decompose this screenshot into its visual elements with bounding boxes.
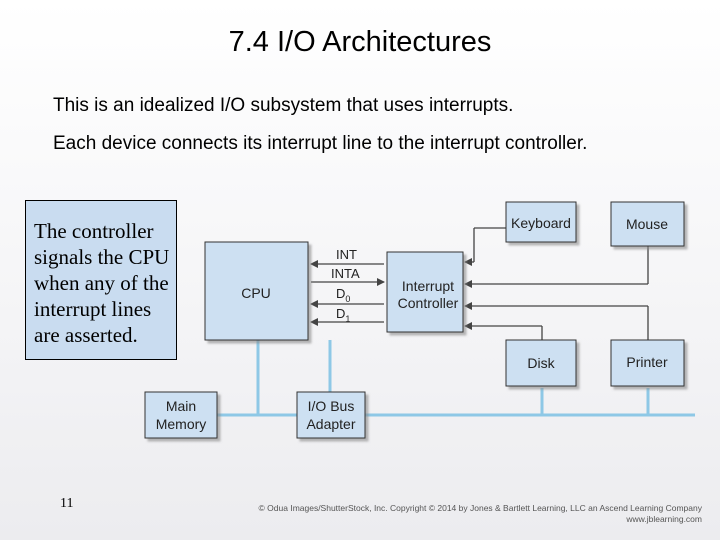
- main-memory-label-1: Main: [166, 398, 196, 414]
- callout-note: The controller signals the CPU when any …: [25, 200, 177, 360]
- interrupt-controller-box: Interrupt Controller: [386, 251, 464, 333]
- cpu-label: CPU: [241, 285, 271, 301]
- slide-title: 7.4 I/O Architectures: [228, 26, 492, 58]
- d0-label: D0: [336, 286, 350, 304]
- disk-box: Disk: [505, 339, 577, 387]
- io-bus-label-2: Adapter: [306, 416, 355, 432]
- signal-lines: [310, 260, 385, 326]
- io-bus-label-1: I/O Bus: [308, 398, 355, 414]
- intro-line-2: Each device connects its interrupt line …: [53, 133, 588, 154]
- copyright-line-2: www.jblearning.com: [626, 514, 702, 524]
- inta-label: INTA: [331, 266, 360, 281]
- printer-box: Printer: [610, 339, 685, 387]
- system-bus: [215, 340, 695, 417]
- interrupt-lines: [464, 227, 649, 340]
- main-memory-label-2: Memory: [156, 416, 207, 432]
- cpu-box: CPU: [204, 241, 309, 341]
- copyright-notice: © Odua Images/ShutterStock, Inc. Copyrig…: [259, 503, 702, 525]
- main-memory-box: Main Memory: [144, 391, 218, 439]
- io-bus-adapter-box: I/O Bus Adapter: [296, 391, 366, 439]
- intro-line-1: This is an idealized I/O subsystem that …: [53, 95, 514, 116]
- keyboard-box: Keyboard: [505, 201, 577, 243]
- keyboard-label: Keyboard: [511, 215, 571, 231]
- controller-label-1: Interrupt: [402, 278, 454, 294]
- controller-label-2: Controller: [398, 295, 459, 311]
- slide-number: 11: [60, 496, 74, 511]
- d1-label: D1: [336, 306, 350, 324]
- int-label: INT: [336, 247, 357, 262]
- disk-label: Disk: [527, 355, 555, 371]
- mouse-box: Mouse: [610, 201, 685, 247]
- mouse-label: Mouse: [626, 216, 668, 232]
- copyright-line-1: © Odua Images/ShutterStock, Inc. Copyrig…: [258, 503, 702, 513]
- printer-label: Printer: [626, 354, 668, 370]
